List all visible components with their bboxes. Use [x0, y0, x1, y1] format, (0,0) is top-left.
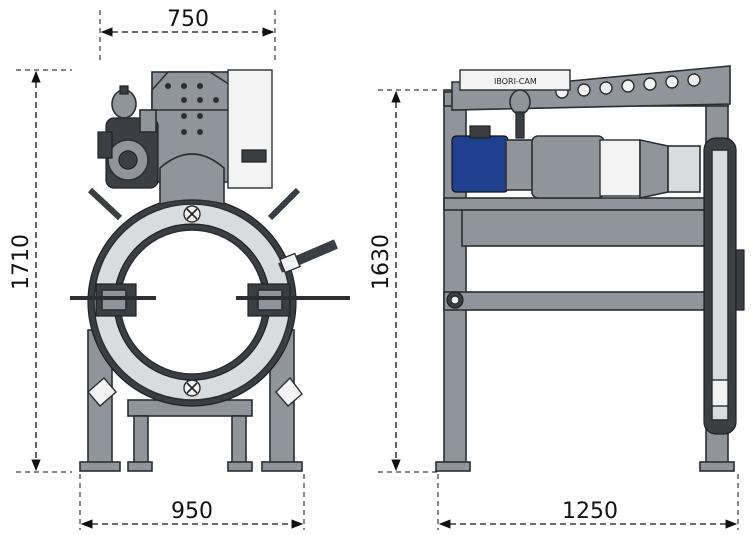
nameplate-text: IBORI-CAM — [494, 77, 537, 86]
front-side-motor — [97, 85, 159, 189]
front-ring — [70, 153, 350, 407]
dim-label-750: 750 — [167, 7, 209, 32]
front-view — [70, 69, 350, 472]
side-drive-unit — [451, 89, 701, 199]
side-ring-edge — [703, 137, 745, 435]
dim-label-950: 950 — [171, 499, 213, 524]
dim-label-1630: 1630 — [369, 234, 394, 290]
dim-label-1710: 1710 — [9, 234, 34, 290]
dimension-750: 750 — [99, 7, 276, 62]
dimension-950: 950 — [79, 474, 305, 530]
dimension-1710: 1710 — [9, 69, 72, 473]
dimension-1630: 1630 — [369, 89, 438, 473]
side-view: IBORI-CAM — [435, 65, 745, 472]
dimension-1250: 1250 — [437, 474, 739, 530]
dim-label-1250: 1250 — [562, 499, 618, 524]
